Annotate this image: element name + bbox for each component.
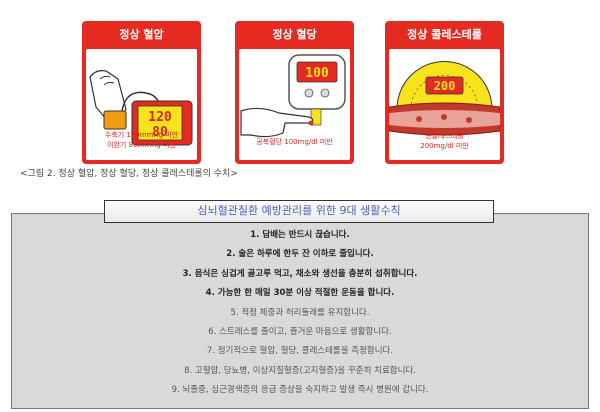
card-panel: 200 총콜레스테롤 200mg/dl 미만 bbox=[389, 49, 500, 160]
card-title: 정상 혈당 bbox=[272, 28, 317, 41]
card-panel: 120 80 수축기 120mmHg 미만 이완기 80mmHg 미만 bbox=[86, 49, 197, 160]
card-title: 정상 콜레스테롤 bbox=[407, 28, 482, 41]
rule-item: 8. 고혈압, 당뇨병, 이상지질혈증(고지혈증)을 꾸준히 치료합니다. bbox=[184, 365, 416, 376]
display-glucose: 100 bbox=[305, 66, 329, 81]
glucose-meter-icon: 100 bbox=[240, 54, 346, 138]
rule-item: 2. 술은 하루에 한두 잔 이하로 줄입니다. bbox=[226, 249, 374, 260]
display-cholesterol: 200 bbox=[434, 79, 456, 93]
rule-item: 9. 뇌졸중, 심근경색증의 응급 증상을 숙지하고 발생 즉시 병원에 갑니다… bbox=[171, 385, 429, 396]
card-caption: 수축기 120mmHg 미만 이완기 80mmHg 미만 bbox=[104, 131, 179, 149]
rules-box bbox=[11, 213, 589, 409]
card-caption: 공복혈당 100mg/dl 미만 bbox=[256, 138, 333, 146]
blood-pressure-monitor-icon: 120 80 bbox=[89, 70, 193, 146]
figure-caption: <그림 2. 정상 혈압, 정상 혈당, 정상 콜레스테롤의 수치> bbox=[20, 169, 238, 179]
card-blood-sugar: 정상 혈당 100 공복혈당 100mg/dl 미만 bbox=[235, 21, 354, 164]
display-diastolic: 80 bbox=[152, 125, 168, 140]
card-title: 정상 혈압 bbox=[119, 28, 164, 41]
card-panel: 100 공복혈당 100mg/dl 미만 bbox=[239, 49, 350, 160]
rule-item: 1. 담배는 반드시 끊습니다. bbox=[250, 230, 350, 240]
rule-item: 4. 가능한 한 매일 30분 이상 적절한 운동을 합니다. bbox=[205, 288, 395, 299]
rules-list: 1. 담배는 반드시 끊습니다. 2. 술은 하루에 한두 잔 이하로 줄입니다… bbox=[11, 226, 589, 401]
card-blood-pressure: 정상 혈압 120 80 수축기 120mmHg 미만 이완기 80mmHg 미… bbox=[82, 21, 201, 164]
rule-item: 7. 정기적으로 혈압, 혈당, 콜레스테롤을 측정합니다. bbox=[206, 346, 394, 357]
rule-item: 3. 음식은 싱겁게 골고루 먹고, 채소와 생선을 충분히 섭취합니다. bbox=[182, 268, 418, 279]
rule-item: 6. 스트레스를 줄이고, 즐거운 마음으로 생활합니다. bbox=[208, 326, 392, 337]
card-caption: 총콜레스테롤 200mg/dl 미만 bbox=[420, 132, 469, 150]
cholesterol-gauge-icon: 200 bbox=[389, 61, 500, 136]
display-systolic: 120 bbox=[148, 110, 172, 125]
rule-item: 5. 적정 체중과 허리둘레를 유지합니다. bbox=[230, 307, 370, 318]
card-cholesterol: 정상 콜레스테롤 200 총콜레스테롤 200mg/dl 미만 bbox=[385, 21, 504, 164]
rules-title: 심뇌혈관질환 예방관리를 위한 9대 생활수칙 bbox=[104, 200, 494, 223]
